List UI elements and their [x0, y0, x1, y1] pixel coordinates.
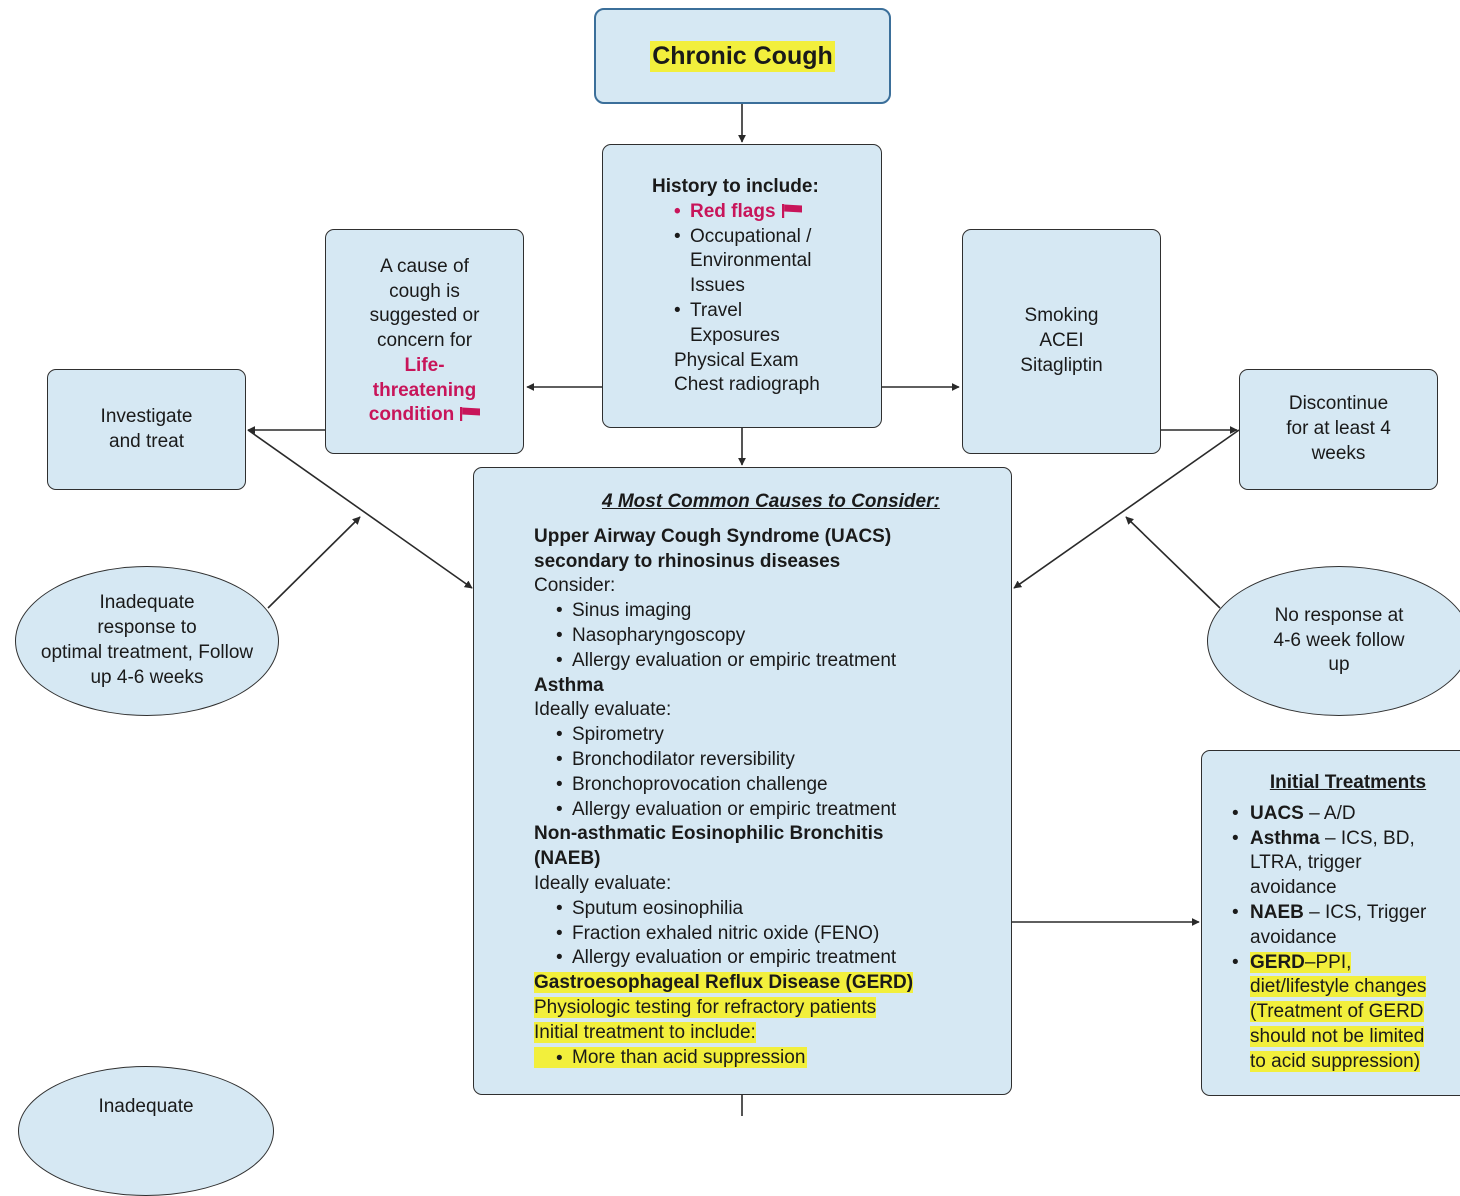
- cause-suggested-box: A cause of cough is suggested or concern…: [325, 229, 524, 454]
- naeb-title: (NAEB): [534, 848, 601, 870]
- discontinue-line: weeks: [1311, 442, 1366, 464]
- history-item-cont: Exposures: [690, 324, 780, 346]
- naeb-item: Fraction exhaled nitric oxide (FENO): [556, 922, 994, 947]
- cause-line: suggested or: [369, 305, 480, 327]
- gerd-title: Gastroesophageal Reflux Disease (GERD): [534, 972, 914, 994]
- cause-line: concern for: [376, 330, 473, 352]
- initial-treatments-box: Initial Treatments •UACS – A/D •Asthma –…: [1201, 750, 1460, 1096]
- gerd-line: Initial treatment to include:: [534, 1021, 756, 1043]
- causes-heading: 4 Most Common Causes to Consider:: [602, 491, 940, 512]
- red-flags-item: Red flags: [674, 200, 874, 225]
- discontinue-line: for at least 4: [1286, 418, 1391, 440]
- history-item-cont: Environmental: [690, 250, 812, 272]
- uacs-title: Upper Airway Cough Syndrome (UACS): [534, 525, 892, 547]
- chest-radiograph: Chest radiograph: [674, 374, 820, 396]
- uacs-intro: Consider:: [534, 575, 616, 597]
- oval-line: up: [1328, 654, 1350, 676]
- arrow-investigate-to-causes: [247, 429, 473, 589]
- life-threat-line: condition: [369, 403, 481, 428]
- history-heading: History to include:: [652, 176, 819, 197]
- investigate-box: Investigate and treat: [47, 369, 246, 490]
- smoking-box: Smoking ACEI Sitagliptin: [962, 229, 1161, 454]
- oval-line: response to: [97, 617, 197, 639]
- treatment-asthma-cont: avoidance: [1250, 877, 1337, 899]
- title-box: Chronic Cough: [594, 8, 891, 104]
- naeb-item: Allergy evaluation or empiric treatment: [556, 946, 994, 971]
- red-flag-icon: [460, 407, 481, 422]
- uacs-item: Allergy evaluation or empiric treatment: [556, 649, 994, 674]
- gerd-line: Physiologic testing for refractory patie…: [534, 996, 877, 1018]
- cause-line: cough is: [389, 280, 460, 302]
- gerd-item: More than acid suppression: [556, 1047, 805, 1068]
- discontinue-box: Discontinue for at least 4 weeks: [1239, 369, 1438, 490]
- treatment-uacs: •UACS – A/D: [1232, 802, 1356, 824]
- sitagliptin-line: Sitagliptin: [1020, 354, 1103, 376]
- investigate-line: and treat: [109, 430, 184, 452]
- history-item: Occupational /: [674, 225, 874, 250]
- treatments-heading: Initial Treatments: [1269, 772, 1427, 793]
- treatment-gerd-cont: to acid suppression): [1250, 1050, 1421, 1072]
- treatment-asthma: •Asthma – ICS, BD,: [1232, 827, 1415, 849]
- asthma-item: Allergy evaluation or empiric treatment: [556, 798, 994, 823]
- arrow-right-oval-up: [1125, 516, 1221, 609]
- treatment-asthma-cont: LTRA, trigger: [1250, 852, 1362, 874]
- inadequate-oval-bottom: Inadequate: [18, 1066, 274, 1196]
- uacs-item: Nasopharyngoscopy: [556, 624, 994, 649]
- connector-lines: [247, 104, 1240, 1116]
- smoking-line: Smoking: [1024, 305, 1099, 327]
- uacs-item: Sinus imaging: [556, 599, 994, 624]
- asthma-item: Bronchoprovocation challenge: [556, 773, 994, 798]
- naeb-title: Non-asthmatic Eosinophilic Bronchitis: [534, 823, 884, 845]
- physical-exam: Physical Exam: [674, 349, 799, 371]
- oval-line: up 4-6 weeks: [90, 666, 204, 688]
- red-flag-icon: [781, 203, 802, 218]
- no-response-oval: No response at 4-6 week follow up: [1207, 566, 1460, 716]
- asthma-item: Spirometry: [556, 723, 994, 748]
- oval-line: optimal treatment, Follow: [40, 642, 254, 663]
- treatment-naeb-cont: avoidance: [1250, 926, 1337, 948]
- oval-line: Inadequate: [98, 1096, 194, 1117]
- history-item: Travel: [674, 299, 874, 324]
- asthma-intro: Ideally evaluate:: [534, 699, 672, 721]
- treatment-gerd-cont: diet/lifestyle changes: [1250, 976, 1427, 998]
- oval-line: No response at: [1274, 604, 1404, 626]
- uacs-title: secondary to rhinosinus diseases: [534, 550, 841, 572]
- oval-line: 4-6 week follow: [1273, 629, 1405, 651]
- gerd-item-wrap: More than acid suppression: [534, 1046, 808, 1068]
- life-threat-line: threatening: [372, 379, 477, 401]
- history-item-cont: Issues: [690, 275, 745, 297]
- asthma-title: Asthma: [534, 674, 604, 696]
- investigate-line: Investigate: [100, 405, 193, 427]
- treatment-gerd: •GERD–PPI,: [1232, 951, 1352, 973]
- treatment-gerd-cont: should not be limited: [1250, 1025, 1425, 1047]
- treatment-gerd-cont: (Treatment of GERD: [1250, 1001, 1424, 1023]
- arrow-discontinue-to-causes: [1013, 429, 1240, 589]
- treatment-naeb: •NAEB – ICS, Trigger: [1232, 901, 1427, 923]
- acei-line: ACEI: [1039, 330, 1084, 352]
- naeb-item: Sputum eosinophilia: [556, 897, 994, 922]
- life-threat-line: Life-: [404, 354, 445, 376]
- inadequate-response-oval: Inadequate response to optimal treatment…: [15, 566, 279, 716]
- common-causes-box: 4 Most Common Causes to Consider: Upper …: [473, 467, 1012, 1095]
- oval-line: Inadequate: [99, 592, 195, 614]
- asthma-item: Bronchodilator reversibility: [556, 748, 994, 773]
- discontinue-line: Discontinue: [1288, 393, 1389, 415]
- history-box: History to include: Red flags Occupation…: [602, 144, 882, 428]
- diagram-title: Chronic Cough: [650, 40, 835, 72]
- arrow-left-oval-up: [267, 516, 361, 609]
- naeb-intro: Ideally evaluate:: [534, 872, 672, 894]
- cause-line: A cause of: [380, 255, 469, 277]
